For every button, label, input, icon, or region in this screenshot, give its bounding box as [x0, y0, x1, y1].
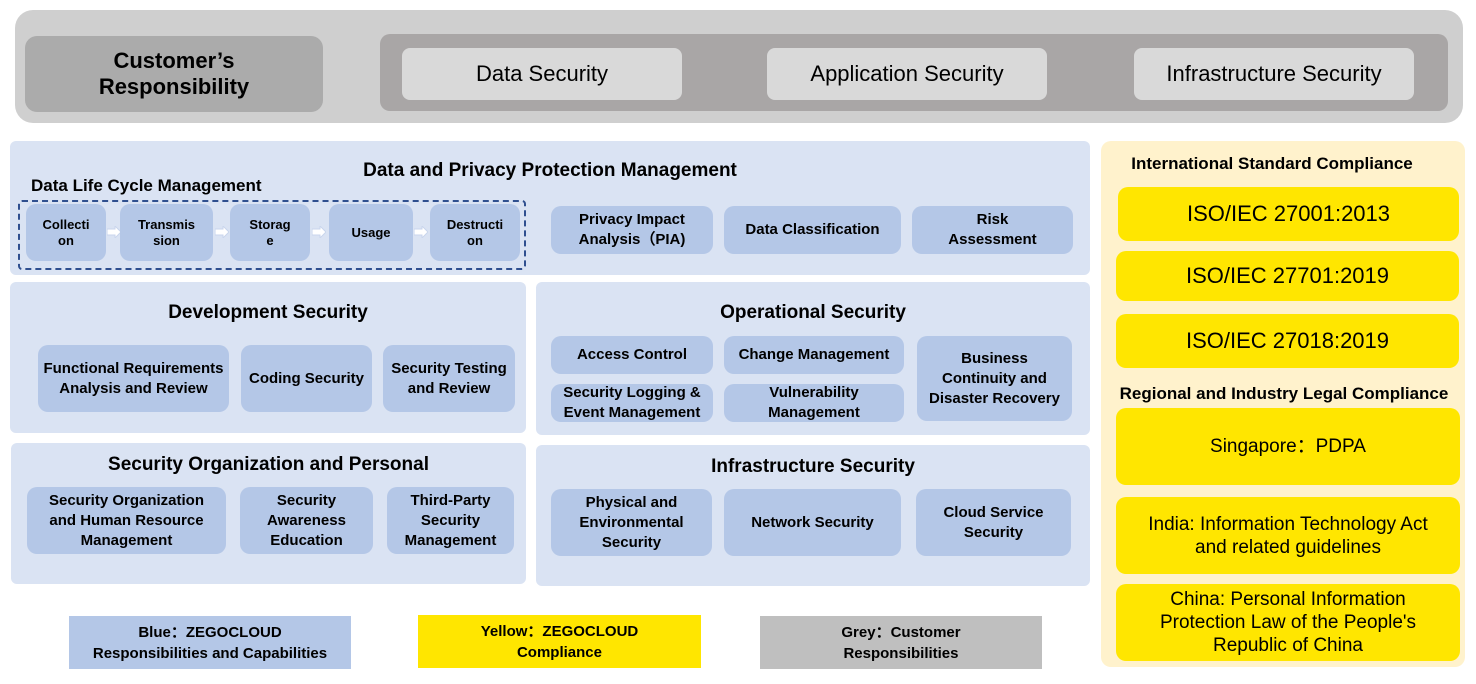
change-management-box: Change Management — [724, 336, 904, 374]
customer-item-data-security: Data Security — [402, 48, 682, 100]
data-classification-box: Data Classification — [724, 206, 901, 254]
stage-collection: Collecti on — [26, 204, 106, 261]
functional-requirements-box: Functional Requirements Analysis and Rev… — [38, 345, 229, 412]
stage-usage: Usage — [329, 204, 413, 261]
customer-item-application-security: Application Security — [767, 48, 1047, 100]
coding-security-box: Coding Security — [241, 345, 372, 412]
data-privacy-title: Data and Privacy Protection Management — [363, 160, 737, 181]
security-testing-box: Security Testing and Review — [383, 345, 515, 412]
physical-environmental-box: Physical and Environmental Security — [551, 489, 712, 556]
arrow-right-icon — [312, 226, 326, 238]
development-security-title: Development Security — [168, 302, 368, 323]
arrow-right-icon — [414, 226, 428, 238]
iso-27701-box: ISO/IEC 27701:2019 — [1116, 251, 1459, 301]
vulnerability-management-box: Vulnerability Management — [724, 384, 904, 422]
legend-yellow: Yellow：ZEGOCLOUD Compliance — [418, 615, 701, 668]
access-control-box: Access Control — [551, 336, 713, 374]
legend-blue: Blue：ZEGOCLOUD Responsibilities and Capa… — [69, 616, 351, 669]
regional-compliance-title: Regional and Industry Legal Compliance — [1119, 384, 1449, 403]
security-organization-title: Security Organization and Personal — [108, 454, 429, 475]
india-it-act-box: India: Information Technology Act and re… — [1116, 497, 1460, 574]
stage-destruction: Destructi on — [430, 204, 520, 261]
iso-27018-box: ISO/IEC 27018:2019 — [1116, 314, 1459, 368]
stage-storage: Storag e — [230, 204, 310, 261]
third-party-security-box: Third-Party Security Management — [387, 487, 514, 554]
data-lifecycle-frame — [18, 200, 526, 270]
operational-security-title: Operational Security — [720, 302, 906, 323]
iso-27001-box: ISO/IEC 27001:2013 — [1118, 187, 1459, 241]
business-continuity-box: Business Continuity and Disaster Recover… — [917, 336, 1072, 421]
arrow-right-icon — [107, 226, 121, 238]
legend-grey: Grey：Customer Responsibilities — [760, 616, 1042, 669]
security-awareness-box: Security Awareness Education — [240, 487, 373, 554]
security-org-hr-box: Security Organization and Human Resource… — [27, 487, 226, 554]
cloud-service-security-box: Cloud Service Security — [916, 489, 1071, 556]
stage-transmission: Transmis sion — [120, 204, 213, 261]
security-logging-box: Security Logging & Event Management — [551, 384, 713, 422]
china-pipl-box: China: Personal Information Protection L… — [1116, 584, 1460, 661]
network-security-box: Network Security — [724, 489, 901, 556]
risk-assessment-box: Risk Assessment — [912, 206, 1073, 254]
privacy-impact-analysis-box: Privacy Impact Analysis（PIA) — [551, 206, 713, 254]
customer-responsibility-title: Customer’s Responsibility — [25, 36, 323, 112]
arrow-right-icon — [215, 226, 229, 238]
international-compliance-title: International Standard Compliance — [1131, 154, 1413, 173]
infrastructure-security-title: Infrastructure Security — [711, 456, 915, 477]
singapore-pdpa-box: Singapore：PDPA — [1116, 408, 1460, 485]
data-lifecycle-title: Data Life Cycle Management — [31, 176, 262, 195]
customer-item-infrastructure-security: Infrastructure Security — [1134, 48, 1414, 100]
